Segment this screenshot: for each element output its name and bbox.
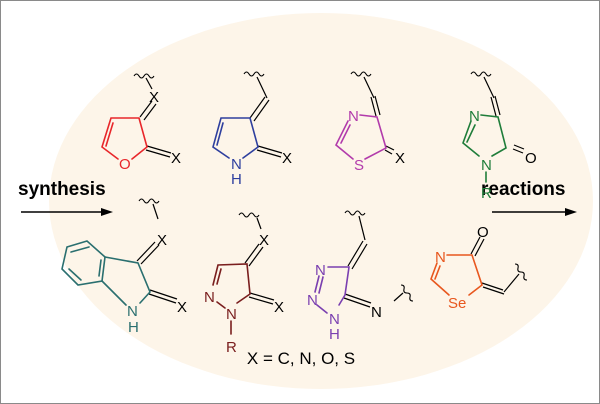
- svg-text:X: X: [274, 299, 284, 316]
- svg-text:N: N: [204, 289, 215, 306]
- svg-text:H: H: [329, 326, 340, 343]
- svg-text:S: S: [354, 157, 364, 174]
- reactions-label: reactions: [481, 179, 565, 200]
- svg-text:X: X: [149, 89, 159, 106]
- svg-text:N: N: [315, 262, 326, 279]
- indolinone-structure: X X N H: [61, 198, 187, 336]
- svg-text:X: X: [282, 150, 292, 167]
- svg-text:X: X: [157, 232, 167, 249]
- svg-text:N: N: [329, 311, 340, 328]
- svg-text:X: X: [171, 150, 181, 167]
- x-definition-legend: X = C, N, O, S: [247, 349, 355, 368]
- svg-text:N: N: [469, 108, 480, 125]
- furanone-structure: X X O: [101, 73, 181, 173]
- svg-text:X: X: [395, 150, 405, 167]
- thiazolone-structure: X N S: [334, 71, 405, 174]
- svg-text:N: N: [481, 157, 492, 174]
- svg-text:N: N: [348, 108, 359, 125]
- svg-text:N: N: [307, 292, 318, 309]
- svg-text:O: O: [119, 156, 131, 173]
- svg-text:H: H: [231, 171, 242, 188]
- svg-text:N: N: [231, 156, 242, 173]
- svg-text:O: O: [525, 150, 537, 167]
- pyrazolone-structure: X X N N R: [204, 212, 284, 356]
- triazole-structure: N N N N H: [307, 210, 414, 343]
- synthesis-arrow: [21, 208, 113, 216]
- reactions-arrow: [492, 208, 577, 216]
- svg-text:N: N: [371, 304, 382, 321]
- selenazolone-structure: O N Se: [430, 224, 528, 312]
- imidazolone-structure: O N N R: [462, 71, 537, 202]
- svg-text:Se: Se: [448, 295, 466, 312]
- svg-text:R: R: [226, 339, 237, 356]
- synthesis-label: synthesis: [18, 179, 106, 200]
- svg-text:O: O: [477, 224, 489, 241]
- pyrrolone-structure: X N H: [212, 71, 292, 188]
- svg-text:R: R: [481, 185, 492, 202]
- svg-text:X: X: [177, 299, 187, 316]
- svg-text:N: N: [435, 249, 446, 266]
- svg-text:H: H: [128, 319, 139, 336]
- background-ellipse: [49, 13, 593, 389]
- svg-text:N: N: [127, 303, 138, 320]
- svg-text:X: X: [259, 232, 269, 249]
- svg-text:N: N: [226, 306, 237, 323]
